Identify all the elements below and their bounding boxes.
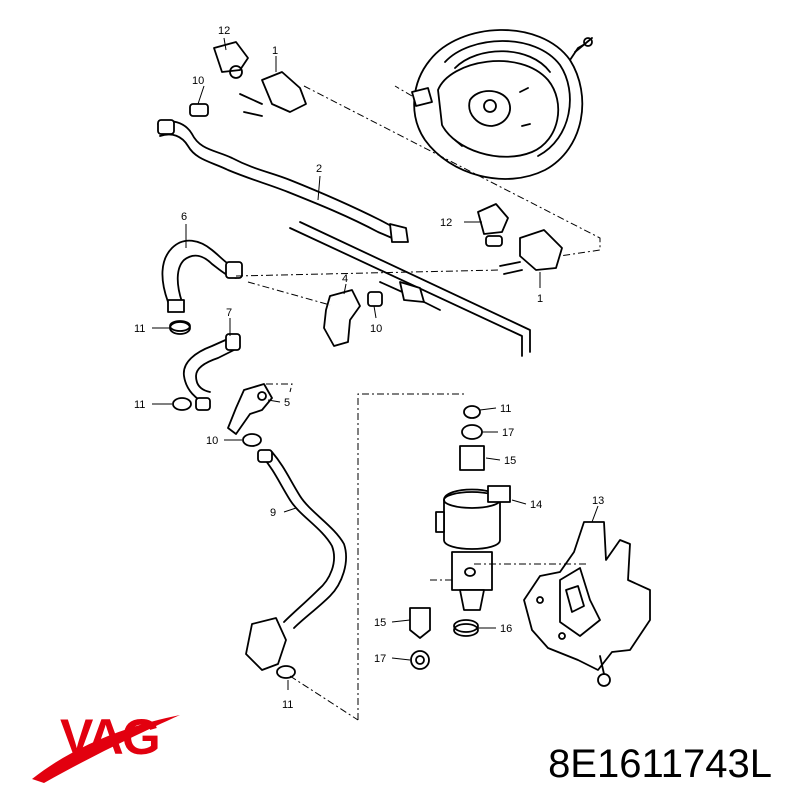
connection-lines bbox=[235, 85, 601, 721]
callout-11: 11 bbox=[500, 403, 511, 415]
clamp-11-top bbox=[169, 320, 191, 335]
valve-5 bbox=[227, 383, 273, 435]
callout-6: 6 bbox=[181, 211, 187, 223]
callout-7: 7 bbox=[226, 307, 232, 319]
callout-16: 16 bbox=[500, 623, 512, 635]
callout-17: 17 bbox=[502, 427, 514, 439]
callout-15: 15 bbox=[504, 455, 516, 467]
brake-booster bbox=[411, 29, 593, 180]
callout-12: 12 bbox=[440, 217, 452, 229]
leader-lines bbox=[152, 37, 599, 690]
hose-9 bbox=[245, 449, 347, 679]
callout-1: 1 bbox=[537, 293, 543, 305]
callout-17: 17 bbox=[374, 653, 386, 665]
callout-11: 11 bbox=[134, 323, 145, 335]
bulkhead-panel bbox=[289, 221, 531, 357]
check-valve-right bbox=[477, 203, 563, 275]
callout-9: 9 bbox=[270, 507, 276, 519]
bracket-13 bbox=[523, 521, 651, 687]
hose-6 bbox=[161, 239, 243, 313]
callout-4: 4 bbox=[342, 273, 348, 285]
callout-13: 13 bbox=[592, 495, 604, 507]
callout-10: 10 bbox=[206, 435, 218, 447]
clamp-10-mid bbox=[242, 433, 262, 447]
part-number: 8E1611743L bbox=[548, 742, 772, 786]
callout-2: 2 bbox=[316, 163, 322, 175]
callout-14: 14 bbox=[530, 499, 542, 511]
vag-logo-swoosh-icon bbox=[32, 715, 180, 783]
callout-labels: 12 1 10 2 6 12 4 1 11 10 7 11 5 10 9 11 … bbox=[134, 25, 604, 711]
check-valve-upper bbox=[189, 41, 307, 117]
hose-7 bbox=[183, 333, 241, 411]
elbow-4 bbox=[323, 289, 383, 347]
callout-12: 12 bbox=[218, 25, 230, 37]
vacuum-hose-upper bbox=[157, 119, 409, 243]
connector-15-lower bbox=[409, 607, 431, 639]
clamp-11-mid bbox=[172, 397, 192, 411]
callout-5: 5 bbox=[284, 397, 290, 409]
pressure-converter-14 bbox=[435, 405, 511, 611]
callout-1: 1 bbox=[272, 45, 278, 57]
callout-10: 10 bbox=[192, 75, 204, 87]
callout-15: 15 bbox=[374, 617, 386, 629]
callout-11: 11 bbox=[134, 399, 145, 411]
grommet-16 bbox=[453, 619, 479, 637]
callout-11: 11 bbox=[282, 699, 293, 711]
callout-10: 10 bbox=[370, 323, 382, 335]
brand-logo-text: VAG bbox=[60, 709, 161, 765]
nut-17-lower bbox=[410, 650, 430, 670]
